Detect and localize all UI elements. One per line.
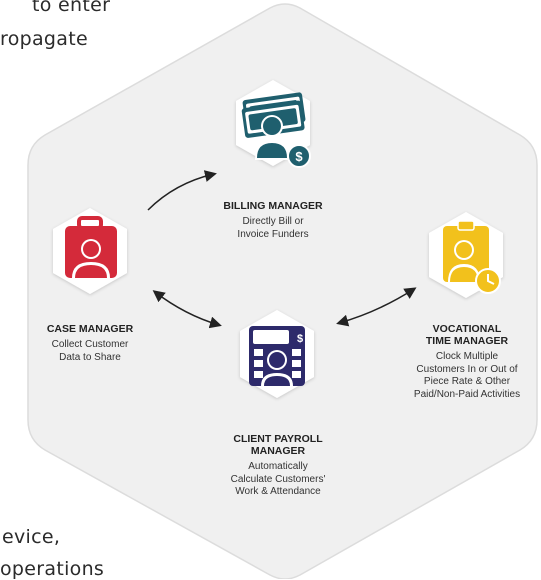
case-manager-label: CASE MANAGER Collect Customer Data to Sh…: [30, 323, 150, 364]
vocational-desc-line-4: Paid/Non-Paid Activities: [413, 388, 521, 400]
background-text-line-1: to enter: [32, 0, 111, 16]
payroll-desc-line-3: Work & Attendance: [235, 486, 321, 497]
briefcase-person-icon: [65, 216, 117, 278]
vocational-desc-line-1: Clock Multiple: [435, 351, 499, 362]
vocational-desc: Clock Multiple Customers In or Out of Pi…: [403, 351, 531, 401]
svg-text:$: $: [295, 149, 303, 164]
payroll-title-line-1: CLIENT PAYROLL: [233, 433, 323, 445]
background-text-line-4: operations: [0, 558, 105, 580]
vocational-title-line-1: VOCATIONAL: [432, 323, 502, 335]
vocational-title-line-2: TIME MANAGER: [425, 335, 509, 347]
case-manager-desc: Collect Customer Data to Share: [30, 339, 150, 364]
background-text-line-2: ropagate: [0, 28, 88, 50]
case-manager-title: CASE MANAGER: [46, 323, 134, 335]
billing-manager-title: BILLING MANAGER: [223, 200, 323, 212]
case-desc-line-2: Data to Share: [59, 351, 121, 363]
client-payroll-manager-label: CLIENT PAYROLL MANAGER Automatically Cal…: [216, 433, 340, 499]
payroll-desc: Automatically Calculate Customers' Work …: [216, 461, 340, 499]
vocational-desc-line-2: Customers In or Out of: [416, 363, 518, 375]
hexagon-background: [27, 3, 538, 579]
vocational-time-manager-label: VOCATIONAL TIME MANAGER Clock Multiple C…: [403, 323, 531, 401]
billing-manager-desc: Directly Bill or Invoice Funders: [213, 216, 333, 241]
arrow-payroll-vocational: [336, 287, 417, 327]
case-desc-line-1: Collect Customer: [51, 339, 129, 350]
billing-desc-line-1: Directly Bill or: [242, 216, 304, 227]
payroll-desc-line-1: Automatically: [248, 461, 308, 472]
payroll-title-line-2: MANAGER: [250, 445, 306, 457]
clipboard-clock-icon: [443, 220, 501, 294]
arrow-case-to-billing: [147, 170, 217, 211]
money-stack-dollar-icon: $: [241, 92, 311, 168]
billing-manager-label: BILLING MANAGER Directly Bill or Invoice…: [213, 200, 333, 241]
svg-text:$: $: [297, 333, 303, 345]
background-text-line-3: evice,: [2, 526, 61, 548]
vocational-desc-line-3: Piece Rate & Other: [423, 376, 511, 387]
arrow-case-payroll: [152, 290, 222, 329]
payroll-desc-line-2: Calculate Customers': [230, 473, 326, 485]
billing-desc-line-2: Invoice Funders: [237, 228, 309, 240]
calculator-person-icon: $: [249, 326, 305, 386]
